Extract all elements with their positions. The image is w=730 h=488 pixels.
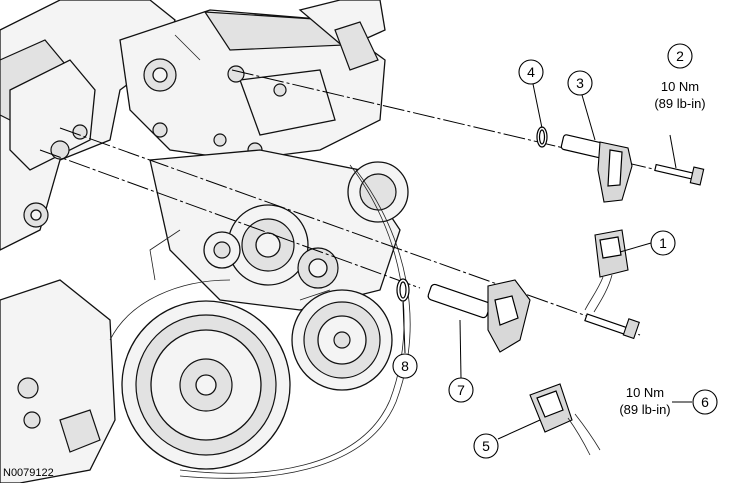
lower-centerline bbox=[59, 127, 641, 336]
callout-7: 7 bbox=[448, 377, 474, 403]
leader-8 bbox=[402, 301, 406, 354]
leader-lines bbox=[402, 83, 692, 440]
middle-centerline bbox=[39, 149, 421, 289]
callout-3-number: 3 bbox=[576, 75, 584, 91]
upper-o-ring-inner bbox=[538, 129, 546, 145]
leader-1 bbox=[619, 242, 652, 253]
leader-3 bbox=[581, 94, 596, 141]
callout-4-number: 4 bbox=[527, 64, 535, 80]
leader-7 bbox=[459, 319, 462, 379]
upper-centerline bbox=[231, 69, 701, 181]
assembly-centerlines bbox=[39, 69, 701, 336]
lower-o-ring-inner bbox=[399, 281, 407, 299]
lower-bolt bbox=[584, 313, 640, 340]
callout-1-number: 1 bbox=[659, 235, 667, 251]
callout-2-torque-nm: 10 Nm bbox=[661, 79, 699, 94]
callout-8-number: 8 bbox=[401, 358, 409, 374]
callout-2-number: 2 bbox=[676, 48, 684, 64]
callout-7-number: 7 bbox=[457, 382, 465, 398]
lower-electrical-connector bbox=[529, 383, 601, 456]
callout-6-torque-nm: 10 Nm bbox=[626, 385, 664, 400]
callout-5-number: 5 bbox=[482, 438, 490, 454]
upper-position-sensor bbox=[560, 134, 633, 203]
leader-4 bbox=[532, 83, 543, 129]
callout-3: 3 bbox=[567, 70, 593, 96]
lower-position-sensor bbox=[427, 279, 531, 353]
callout-2-torque-lbin: (89 lb-in) bbox=[654, 96, 705, 111]
callout-1: 1 bbox=[650, 230, 676, 256]
engine-assembly-illustration bbox=[0, 0, 411, 484]
leader-5 bbox=[497, 419, 541, 440]
upper-electrical-connector bbox=[584, 229, 629, 313]
callout-6-torque-lbin: (89 lb-in) bbox=[619, 402, 670, 417]
callout-4: 4 bbox=[518, 59, 544, 85]
figure-id-label: N0079122 bbox=[3, 467, 54, 479]
callout-5: 5 bbox=[473, 433, 499, 459]
leader-2 bbox=[669, 134, 677, 169]
callout-6: 6 10 Nm (89 lb-in) bbox=[619, 385, 718, 417]
callout-2: 2 10 Nm (89 lb-in) bbox=[654, 43, 706, 111]
callout-8: 8 bbox=[392, 353, 418, 379]
upper-bolt bbox=[654, 163, 705, 186]
callout-6-number: 6 bbox=[701, 394, 709, 410]
